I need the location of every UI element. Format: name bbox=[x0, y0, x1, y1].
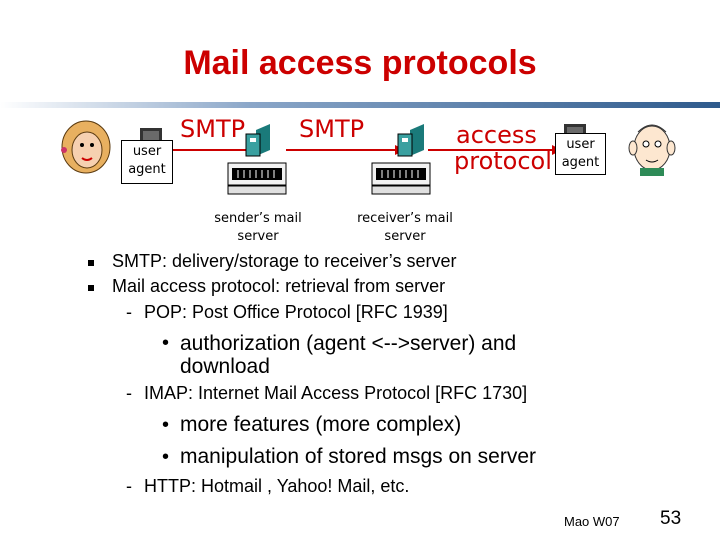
user-man-icon bbox=[628, 124, 676, 176]
user-agent-label: user bbox=[132, 144, 162, 159]
arrow-sender-to-receiver bbox=[286, 145, 405, 155]
dash-marker: - bbox=[126, 383, 132, 403]
user-woman-icon bbox=[61, 120, 111, 174]
dash-marker: - bbox=[126, 302, 132, 322]
receiver-server-caption: receiver’s mail bbox=[357, 211, 453, 226]
bullet-square-icon bbox=[88, 285, 94, 291]
receiver-server-caption: server bbox=[384, 229, 426, 244]
user-agent-label: user bbox=[566, 137, 595, 152]
footer-course: Mao W07 bbox=[564, 514, 620, 529]
sender-server-caption: server bbox=[237, 229, 279, 244]
bullet-dot-icon: • bbox=[162, 414, 170, 436]
page-number: 53 bbox=[660, 508, 682, 529]
imap-title: IMAP: Internet Mail Access Protocol [RFC… bbox=[144, 383, 528, 403]
bullet-dot-icon: • bbox=[162, 332, 170, 354]
imap-item: more features (more complex) bbox=[180, 413, 462, 436]
imap-item: manipulation of stored msgs on server bbox=[180, 445, 537, 468]
title-rule bbox=[0, 102, 720, 108]
pop-title: POP: Post Office Protocol [RFC 1939] bbox=[144, 302, 448, 322]
smtp-label: SMTP bbox=[180, 115, 246, 143]
pop-item: download bbox=[180, 355, 270, 378]
user-agent-label: agent bbox=[561, 155, 600, 170]
pop-item: authorization (agent <-->server) and bbox=[180, 332, 517, 355]
receiver-mail-server-icon bbox=[371, 124, 431, 195]
http-title: HTTP: Hotmail , Yahoo! Mail, etc. bbox=[144, 476, 410, 496]
bullet-text: Mail access protocol: retrieval from ser… bbox=[112, 276, 446, 296]
user-agent-box bbox=[555, 133, 606, 175]
slide-title: Mail access protocols bbox=[183, 44, 537, 82]
access-protocol-label: access bbox=[456, 121, 537, 149]
access-protocol-label: protocol bbox=[454, 147, 552, 175]
arrow-ua-to-sender bbox=[168, 145, 258, 155]
sender-server-caption: sender’s mail bbox=[214, 211, 302, 226]
sender-mail-server-icon bbox=[227, 124, 287, 195]
bullet-dot-icon: • bbox=[162, 446, 170, 468]
bullet-square-icon bbox=[88, 260, 94, 266]
smtp-label: SMTP bbox=[299, 115, 365, 143]
user-agent-box bbox=[121, 140, 173, 184]
bullet-text: SMTP: delivery/storage to receiver’s ser… bbox=[112, 251, 457, 271]
user-agent-label: agent bbox=[128, 162, 166, 177]
dash-marker: - bbox=[126, 476, 132, 496]
